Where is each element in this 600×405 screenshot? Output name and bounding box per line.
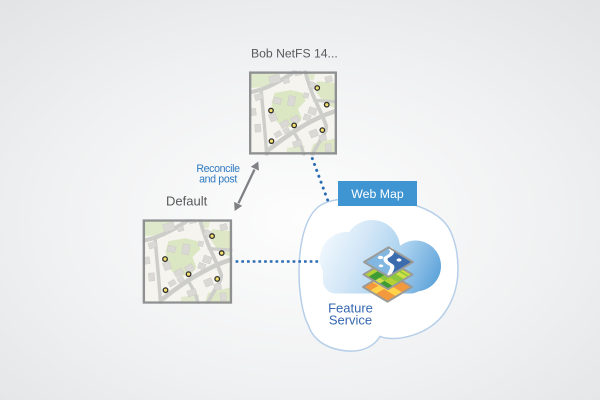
svg-text:Bob NetFS 14...: Bob NetFS 14... <box>251 46 338 60</box>
svg-text:Web Map: Web Map <box>351 187 404 201</box>
svg-text:Reconcile: Reconcile <box>196 163 240 175</box>
svg-text:Service: Service <box>329 313 372 328</box>
svg-text:and post: and post <box>199 174 237 186</box>
svg-text:Feature: Feature <box>328 301 373 316</box>
svg-text:Default: Default <box>166 194 208 209</box>
